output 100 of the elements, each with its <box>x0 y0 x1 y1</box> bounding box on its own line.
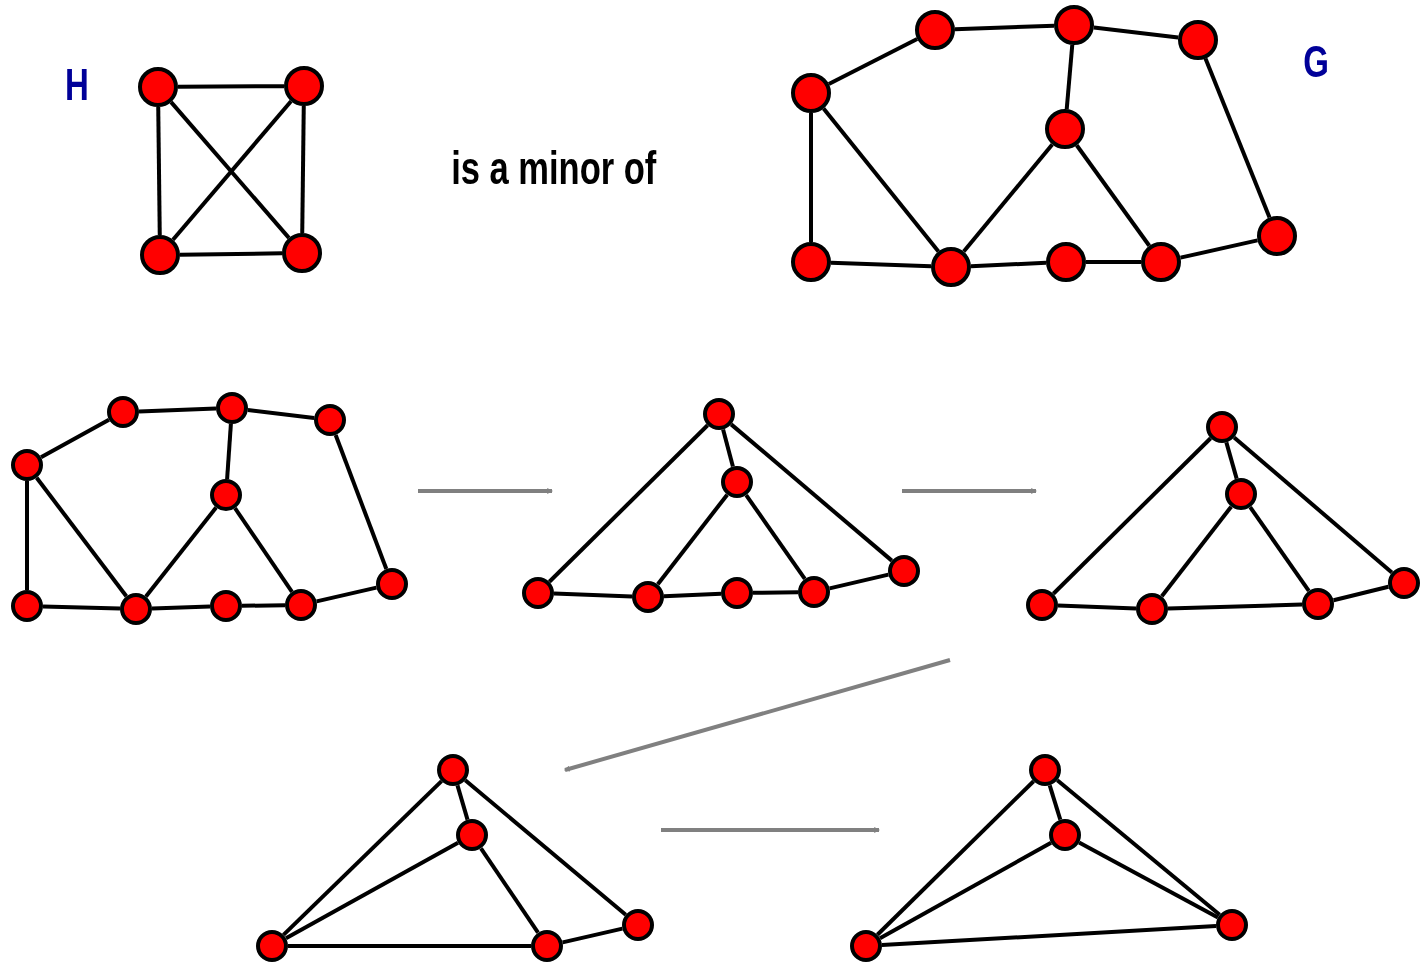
vertex-circle <box>1141 242 1181 282</box>
vertex-circle <box>632 581 664 613</box>
edge-line <box>1224 441 1239 480</box>
edge-line <box>1160 505 1233 598</box>
edge-line <box>225 423 233 480</box>
edge-line <box>1056 778 1221 917</box>
vertex-circle <box>1054 5 1094 45</box>
edge-line <box>40 418 110 459</box>
edge-line <box>282 779 443 937</box>
edge-line <box>151 604 211 611</box>
edge-line <box>178 84 284 89</box>
edge-line <box>1075 144 1151 247</box>
edge-line <box>1051 436 1213 596</box>
edge-line <box>879 841 1052 940</box>
vertex-circle <box>1216 909 1248 941</box>
edge-line <box>954 23 1055 32</box>
vertex-circle <box>522 577 554 609</box>
edge-line <box>333 434 389 570</box>
edge-line <box>1232 435 1394 575</box>
edge-line <box>479 847 540 934</box>
edge-line <box>547 423 710 584</box>
caption-text: is a minor of <box>450 145 656 191</box>
edge-line <box>455 784 470 821</box>
graph-name: G <box>1303 40 1329 84</box>
vertex-circle <box>721 466 753 498</box>
vertex-circle <box>703 398 735 430</box>
vertex-circle <box>931 247 971 287</box>
edge-line <box>25 481 29 590</box>
edge-line <box>1057 603 1137 611</box>
edge-line <box>144 506 218 598</box>
edge-line <box>233 507 294 593</box>
vertex-circle <box>284 66 324 106</box>
edge-line <box>1093 25 1179 40</box>
graph-name: H <box>64 63 89 107</box>
edge-line <box>829 572 889 591</box>
vertex-circle <box>1046 242 1086 282</box>
edge-line <box>35 476 128 598</box>
vertex-circle <box>376 568 408 600</box>
edge-line <box>42 604 121 611</box>
edge-line <box>744 493 807 581</box>
edge-line <box>300 105 306 234</box>
vertex-circle <box>791 242 831 282</box>
vertex-circle <box>210 590 242 622</box>
vertex-circle <box>1178 20 1218 60</box>
edge-line <box>970 260 1047 269</box>
edge-line <box>1203 57 1272 219</box>
edge-line <box>241 603 286 608</box>
vertex-circle <box>11 590 43 622</box>
vertex-circle <box>1049 819 1081 851</box>
vertex-circle <box>1225 478 1257 510</box>
edge-line <box>156 106 162 236</box>
vertex-circle <box>1045 109 1085 149</box>
edge-line <box>316 585 377 604</box>
edge-line <box>1086 260 1141 264</box>
edge-line <box>729 422 894 563</box>
edge-line <box>288 944 531 948</box>
edge-line <box>1248 505 1311 593</box>
vertex-circle <box>1257 216 1297 256</box>
vertex-circle <box>915 10 955 50</box>
edge-line <box>1064 44 1075 110</box>
edge-line <box>721 428 735 468</box>
edge-line <box>881 923 1217 948</box>
edge-line <box>962 143 1054 253</box>
vertex-circle <box>622 909 654 941</box>
edge-line <box>247 407 315 421</box>
vertex-circle <box>11 449 43 481</box>
edge-line <box>752 590 799 595</box>
vertex-circle <box>721 577 753 609</box>
vertex-circle <box>216 392 248 424</box>
edge-line <box>463 778 628 917</box>
edge-line <box>1047 784 1063 821</box>
vertex-circle <box>456 819 488 851</box>
vertex-circle <box>888 555 920 587</box>
vertex-circle <box>1206 411 1238 443</box>
vertex-circle <box>285 589 317 621</box>
vertex-circle <box>107 396 139 428</box>
vertex-circle <box>798 576 830 608</box>
edge-line <box>1078 840 1219 920</box>
vertex-circle <box>791 73 831 113</box>
vertex-circle <box>1388 567 1420 599</box>
edge-line <box>827 37 919 86</box>
vertex-circle <box>314 404 346 436</box>
vertex-circle <box>850 930 882 962</box>
edge-line <box>1167 602 1303 611</box>
vertex-circle <box>210 479 242 511</box>
vertex-circle <box>282 233 322 273</box>
edge-line <box>138 406 217 414</box>
vertex-circle <box>256 930 288 962</box>
edge-line <box>656 493 729 586</box>
vertex-circle <box>1136 593 1168 625</box>
vertex-circle <box>437 754 469 786</box>
edge-line <box>562 926 623 945</box>
vertex-circle <box>140 235 180 275</box>
edge-line <box>830 260 932 269</box>
vertex-circle <box>1029 754 1061 786</box>
vertex-circle <box>531 930 563 962</box>
edge-line <box>553 591 633 599</box>
edge-line <box>809 113 813 242</box>
edge-line <box>876 779 1035 937</box>
edge-line <box>285 841 459 940</box>
